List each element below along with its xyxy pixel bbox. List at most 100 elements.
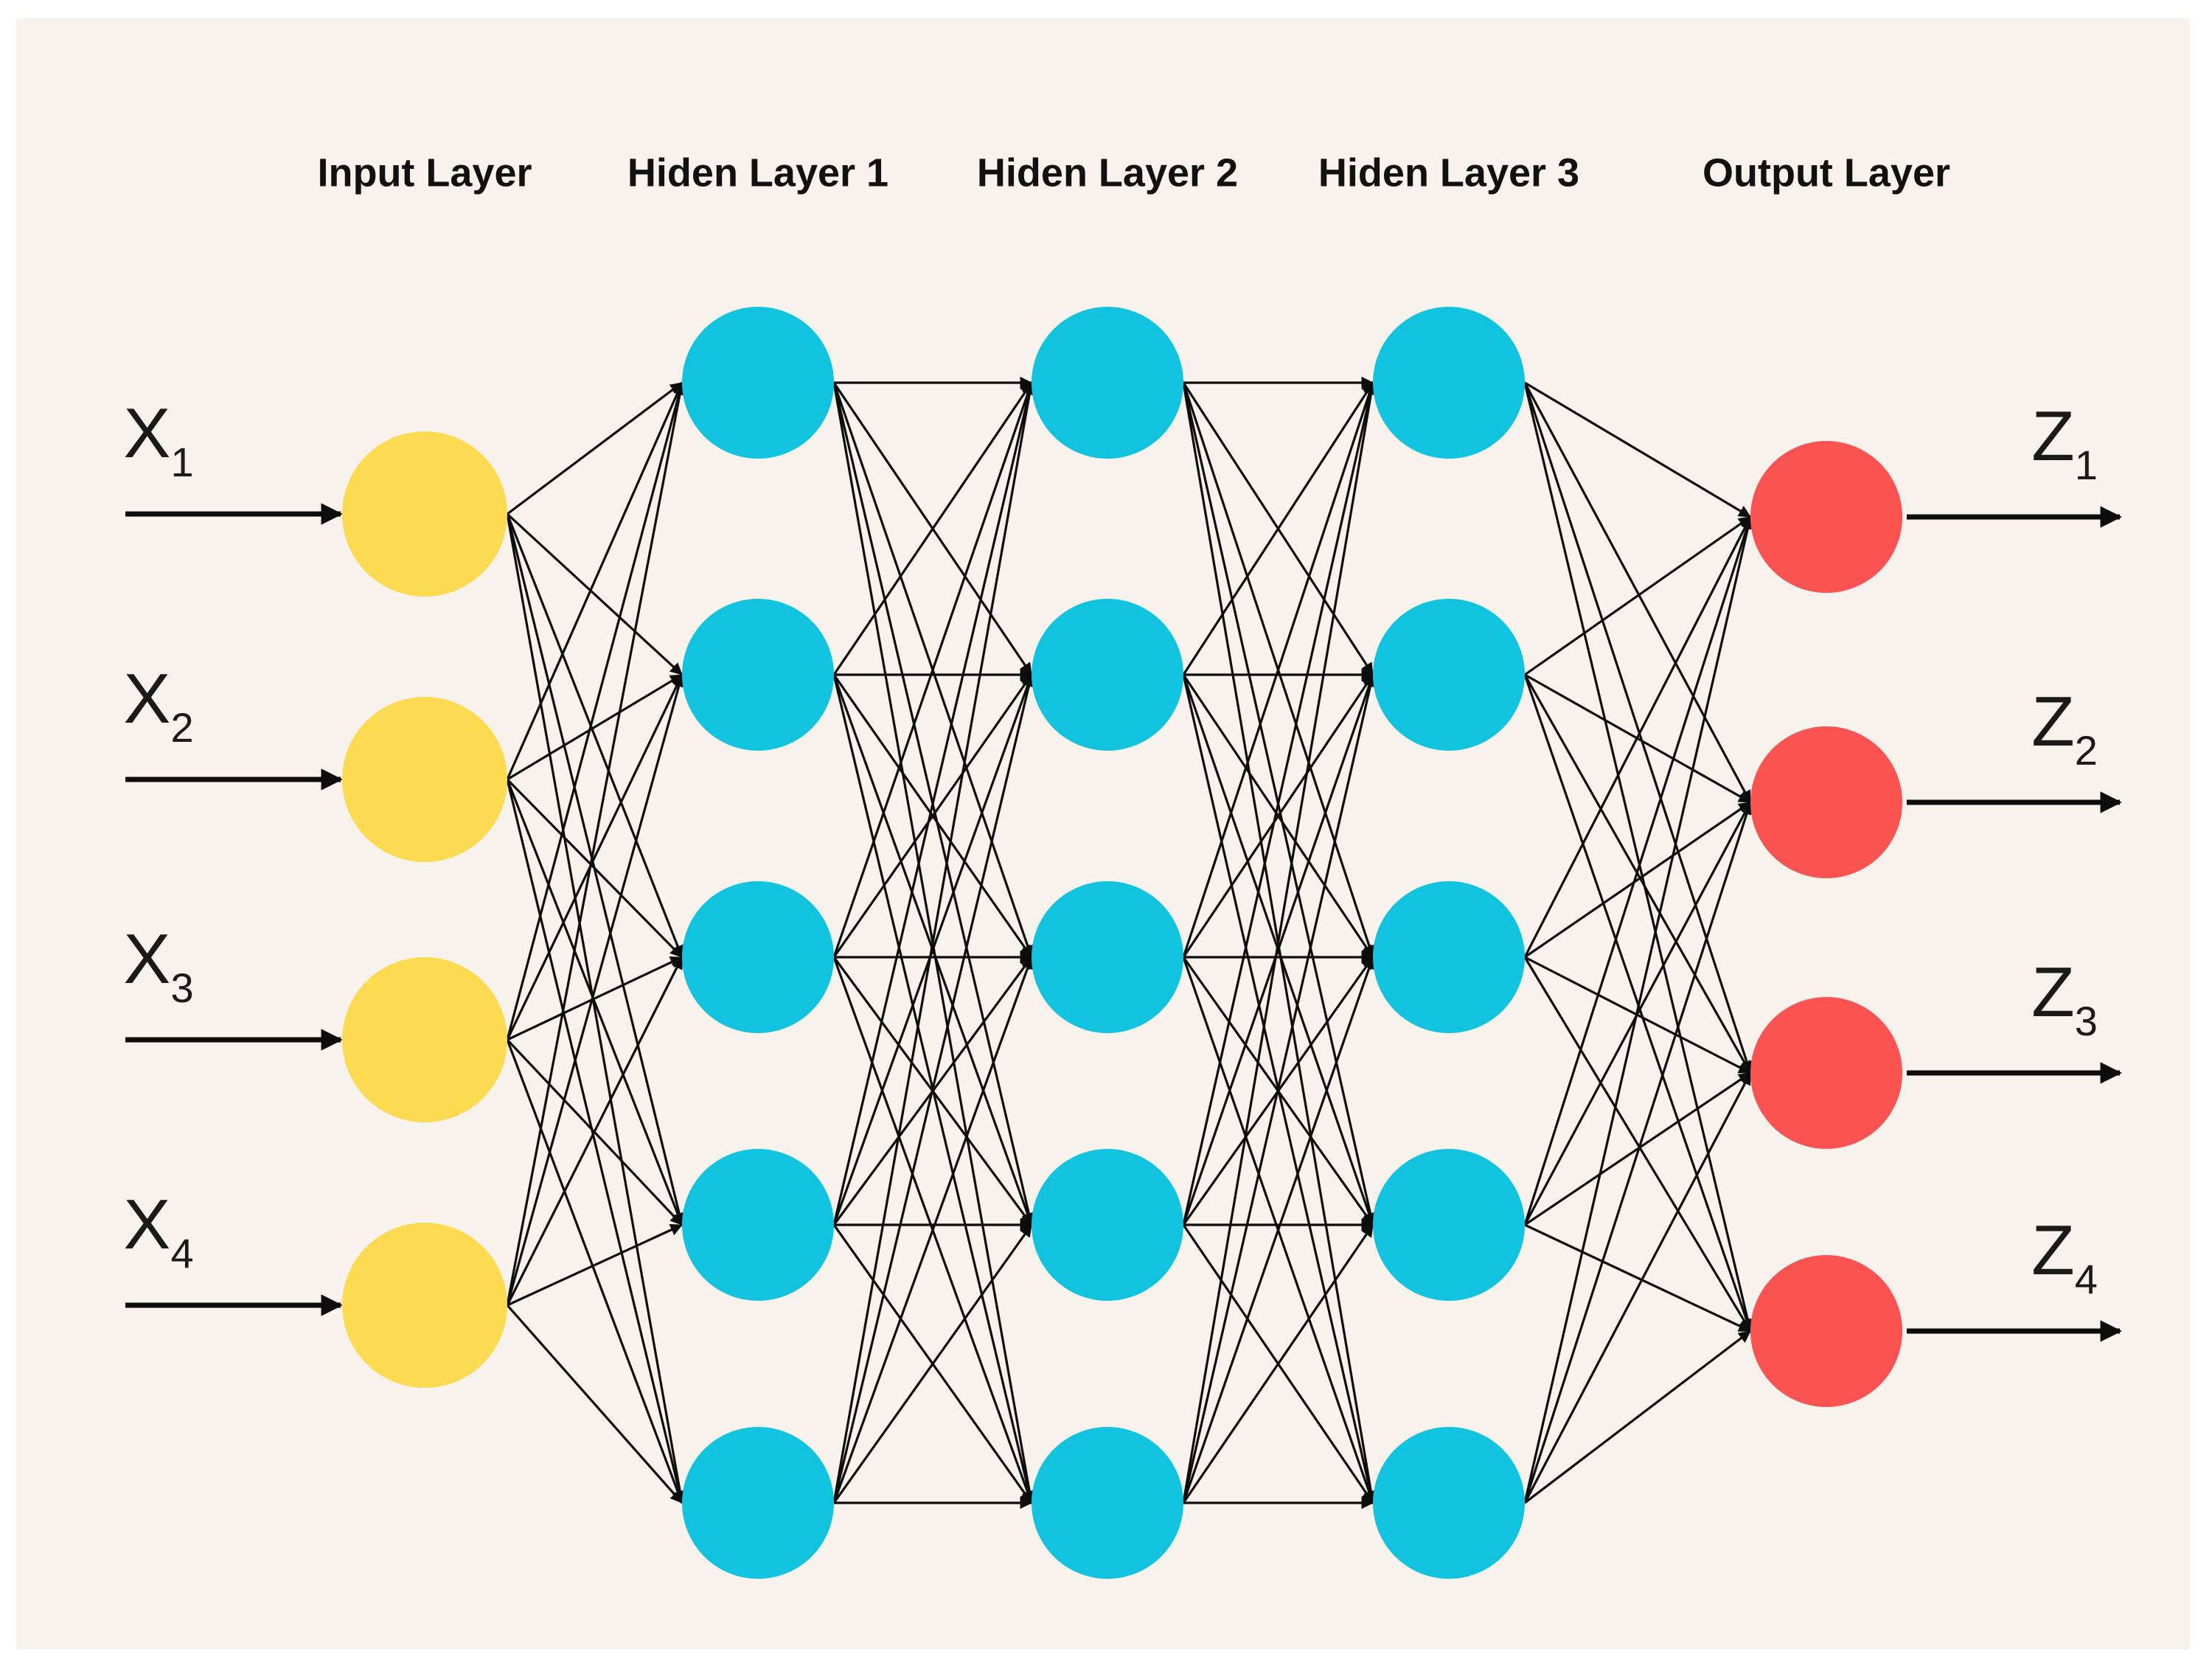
connection-edge: [506, 778, 684, 959]
input-label-x2: X2: [123, 659, 193, 751]
connection-edge: [832, 956, 1034, 1504]
node-h2-5[interactable]: [1032, 1427, 1183, 1579]
node-x3[interactable]: [342, 957, 507, 1122]
connection-edge: [507, 956, 683, 1041]
input-label-x3: X3: [123, 920, 193, 1011]
layer-title-1: Input Layer: [317, 150, 532, 195]
connection-edge: [1524, 1330, 1751, 1504]
connection-edge: [506, 382, 684, 780]
connection-edge: [1524, 1223, 1751, 1333]
node-z4[interactable]: [1750, 1255, 1902, 1407]
connection-edge: [506, 674, 684, 1041]
connection-edge: [506, 1039, 684, 1504]
input-label-x4: X4: [123, 1185, 193, 1276]
connection-edge: [1523, 516, 1754, 1504]
layer-title-5: Output Layer: [1703, 150, 1950, 195]
svg-text:X3: X3: [123, 920, 193, 1011]
svg-text:Z3: Z3: [2031, 953, 2098, 1044]
svg-text:X2: X2: [123, 659, 193, 751]
node-z3[interactable]: [1750, 997, 1902, 1149]
node-x2[interactable]: [342, 697, 507, 862]
output-label-z1: Z1: [2031, 397, 2098, 488]
connection-edge: [506, 1304, 684, 1504]
connection-edge: [832, 674, 1034, 1226]
node-h2-3[interactable]: [1032, 881, 1183, 1033]
connection-edge: [1182, 1224, 1374, 1504]
connection-edge: [1182, 382, 1374, 675]
svg-text:Z2: Z2: [2031, 682, 2098, 774]
connection-edge: [1182, 956, 1375, 1504]
connection-edge: [506, 779, 684, 1226]
connection-edge: [1182, 382, 1376, 958]
connection-edge: [832, 382, 1034, 958]
node-h2-1[interactable]: [1032, 307, 1183, 459]
input-label-x1: X1: [123, 394, 193, 485]
connection-edge: [1523, 1072, 1752, 1504]
connection-edge: [832, 382, 1035, 1226]
connection-edge: [506, 513, 684, 958]
node-x1[interactable]: [342, 431, 507, 597]
node-h3-4[interactable]: [1373, 1149, 1525, 1301]
node-z2[interactable]: [1750, 726, 1902, 878]
node-h1-4[interactable]: [682, 1149, 834, 1301]
connection-edge: [1523, 382, 1753, 1074]
connection-edge: [832, 674, 1035, 1504]
connection-edge: [506, 674, 685, 1306]
connection-edge: [1182, 674, 1377, 1504]
io-arrows: [125, 503, 2122, 1342]
node-h1-1[interactable]: [682, 307, 834, 459]
connection-edge: [506, 382, 686, 1306]
connection-edge: [506, 779, 686, 1504]
connection-edge: [1182, 382, 1377, 1226]
connection-edge: [832, 674, 1033, 958]
svg-text:X1: X1: [123, 394, 193, 485]
connection-edge: [1523, 382, 1752, 803]
output-label-z2: Z2: [2031, 682, 2098, 774]
connection-edge: [507, 1223, 683, 1307]
connection-edges: [506, 376, 1754, 1510]
connection-edge: [1523, 674, 1753, 1332]
svg-text:Z4: Z4: [2031, 1211, 2098, 1302]
node-h3-3[interactable]: [1373, 881, 1525, 1033]
layer-title-3: Hiden Layer 2: [977, 150, 1238, 195]
node-h1-5[interactable]: [682, 1427, 834, 1579]
network-nodes: [342, 307, 1902, 1579]
node-z1[interactable]: [1750, 441, 1902, 593]
connection-edge: [1182, 674, 1374, 958]
node-h1-2[interactable]: [682, 599, 834, 751]
connection-edge: [1523, 802, 1753, 1504]
layer-titles: Input Layer Hiden Layer 1 Hiden Layer 2 Hid…: [317, 150, 1950, 195]
svg-text:Z1: Z1: [2031, 397, 2098, 488]
connection-edge: [1523, 956, 1752, 1332]
connection-edge: [1524, 801, 1751, 959]
layer-title-2: Hiden Layer 1: [627, 150, 888, 195]
node-x4[interactable]: [342, 1223, 507, 1388]
connection-edge: [1182, 382, 1377, 1504]
output-label-z4: Z4: [2031, 1211, 2098, 1302]
connection-edge: [506, 382, 686, 1041]
connection-edge: [507, 381, 683, 515]
connection-edge: [1523, 516, 1753, 1226]
connection-edge: [506, 513, 684, 676]
connection-edge: [832, 1224, 1033, 1504]
connection-edge: [1523, 382, 1754, 1332]
node-h3-5[interactable]: [1373, 1427, 1525, 1579]
layer-title-4: Hiden Layer 3: [1318, 150, 1579, 195]
node-h3-1[interactable]: [1373, 307, 1525, 459]
node-h2-4[interactable]: [1032, 1149, 1183, 1301]
connection-edge: [506, 956, 684, 1306]
connection-edge: [1524, 515, 1751, 676]
connection-edge: [506, 513, 686, 1504]
svg-text:X4: X4: [123, 1185, 193, 1276]
connection-edge: [507, 673, 683, 781]
connection-edge: [832, 382, 1036, 1504]
node-h2-2[interactable]: [1032, 599, 1183, 751]
node-h3-2[interactable]: [1373, 599, 1525, 751]
output-label-z3: Z3: [2031, 953, 2098, 1044]
connection-edge: [1524, 381, 1751, 518]
connection-edge: [1523, 516, 1752, 958]
node-h1-3[interactable]: [682, 881, 834, 1033]
